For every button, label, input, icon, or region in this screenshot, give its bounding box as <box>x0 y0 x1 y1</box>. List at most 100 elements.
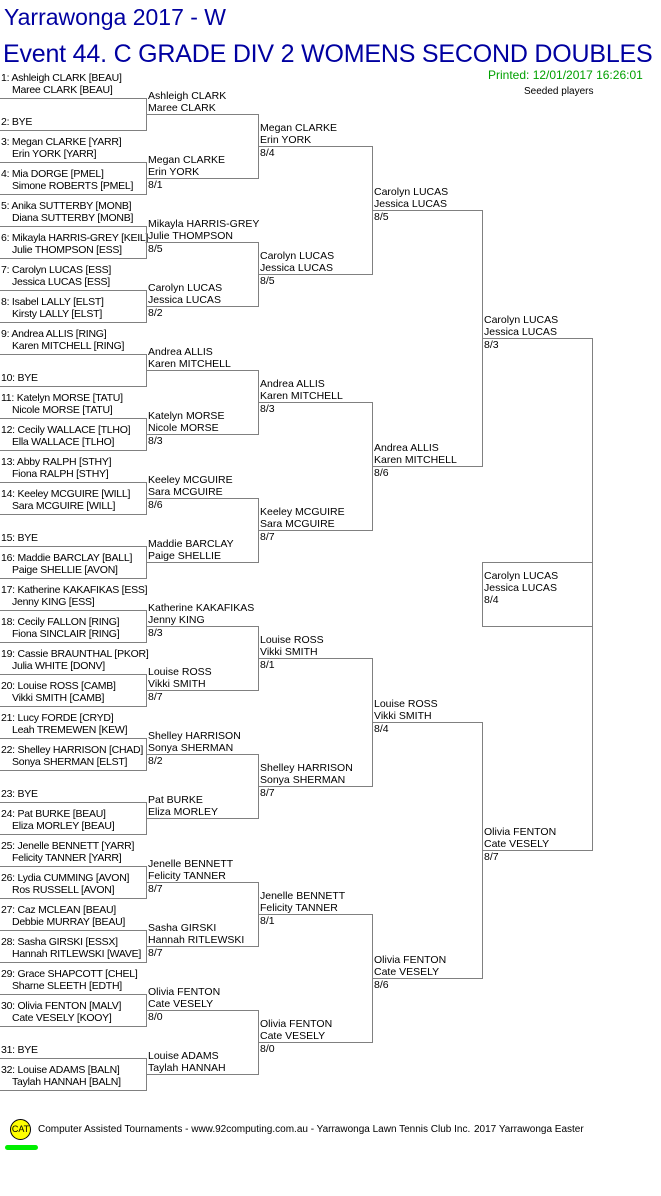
entry-player-1: 11: Katelyn MORSE [TATU] <box>1 392 123 404</box>
entry-player-2: Sonya SHERMAN [ELST] <box>12 756 128 768</box>
entry-bye: 10: BYE <box>1 372 38 384</box>
champion-box-top <box>482 562 593 563</box>
winner-player-2: Sara MCGUIRE <box>260 518 335 530</box>
entry-bye: 31: BYE <box>1 1044 38 1056</box>
winner-player-1: Olivia FENTON <box>148 986 221 998</box>
entry-line <box>0 482 147 483</box>
match-line <box>258 914 373 915</box>
match-line <box>146 818 259 819</box>
winner-player-2: Vikki SMITH <box>260 646 318 658</box>
winner-player-1: Jenelle BENNETT <box>148 858 234 870</box>
match-line <box>146 498 259 499</box>
entry-player-2: Ros RUSSELL [AVON] <box>12 884 115 896</box>
entry-line <box>0 226 147 227</box>
winner-player-1: Louise ADAMS <box>148 1050 219 1062</box>
winner-player-2: Jessica LUCAS <box>148 294 221 306</box>
entry-player-1: 1: Ashleigh CLARK [BEAU] <box>1 72 122 84</box>
winner-player-2: Sonya SHERMAN <box>260 774 346 786</box>
entry-player-1: 12: Cecily WALLACE [TLHO] <box>1 424 131 436</box>
match-score: 8/1 <box>148 179 163 191</box>
champion-box-left <box>482 562 483 627</box>
winner-player-1: Maddie BARCLAY <box>148 538 234 550</box>
winner-player-2: Maree CLARK <box>148 102 216 114</box>
match-score: 8/0 <box>148 1011 163 1023</box>
champion-player-2: Jessica LUCAS <box>484 582 557 594</box>
entry-player-1: 14: Keeley MCGUIRE [WILL] <box>1 488 131 500</box>
winner-player-1: Andrea ALLIS <box>260 378 325 390</box>
entry-player-1: 5: Anika SUTTERBY [MONB] <box>1 200 132 212</box>
entry-line <box>0 322 147 323</box>
entry-player-1: 27: Caz MCLEAN [BEAU] <box>1 904 116 916</box>
match-line <box>146 1074 259 1075</box>
entry-line <box>0 418 147 419</box>
logo-underline-bar <box>5 1145 38 1150</box>
winner-player-2: Cate VESELY <box>260 1030 326 1042</box>
entry-player-2: Cate VESELY [KOOY] <box>12 1012 112 1024</box>
winner-player-2: Cate VESELY <box>374 966 440 978</box>
winner-player-2: Erin YORK <box>148 166 200 178</box>
winner-player-2: Jessica LUCAS <box>374 198 447 210</box>
winner-player-1: Louise ROSS <box>374 698 438 710</box>
entry-player-1: 9: Andrea ALLIS [RING] <box>1 328 107 340</box>
entry-line <box>0 866 147 867</box>
entry-player-1: 6: Mikayla HARRIS-GREY [KEIL] <box>1 232 149 244</box>
winner-player-1: Mikayla HARRIS-GREY <box>148 218 260 230</box>
entry-line <box>0 1026 147 1027</box>
winner-player-2: Sara MCGUIRE <box>148 486 223 498</box>
entry-line <box>0 898 147 899</box>
winner-player-2: Karen MITCHELL <box>260 390 343 402</box>
entry-line <box>0 546 147 547</box>
winner-player-2: Jessica LUCAS <box>484 326 557 338</box>
entry-line <box>0 386 147 387</box>
event-title: Event 44. C GRADE DIV 2 WOMENS SECOND DO… <box>3 40 653 68</box>
match-line <box>146 114 259 115</box>
match-line <box>258 146 373 147</box>
entry-line <box>0 354 147 355</box>
entry-player-2: Jessica LUCAS [ESS] <box>12 276 110 288</box>
winner-player-2: Paige SHELLIE <box>148 550 221 562</box>
winner-player-2: Erin YORK <box>260 134 312 146</box>
entry-line <box>0 994 147 995</box>
match-score: 8/4 <box>374 723 389 735</box>
entry-player-1: 18: Cecily FALLON [RING] <box>1 616 120 628</box>
match-score: 8/7 <box>148 691 163 703</box>
winner-player-2: Eliza MORLEY <box>148 806 219 818</box>
entry-player-1: 32: Louise ADAMS [BALN] <box>1 1064 120 1076</box>
entry-player-2: Felicity TANNER [YARR] <box>12 852 122 864</box>
entry-line <box>0 1058 147 1059</box>
entry-player-1: 24: Pat BURKE [BEAU] <box>1 808 106 820</box>
entry-player-2: Sharne SLEETH [EDTH] <box>12 980 122 992</box>
entry-line <box>0 930 147 931</box>
cat-logo: CAT <box>10 1119 31 1140</box>
entry-player-2: Erin YORK [YARR] <box>12 148 97 160</box>
winner-player-1: Olivia FENTON <box>374 954 447 966</box>
entry-player-2: Sara MCGUIRE [WILL] <box>12 500 116 512</box>
entry-player-1: 17: Katherine KAKAFIKAS [ESS] <box>1 584 148 596</box>
winner-player-2: Karen MITCHELL <box>374 454 457 466</box>
footer-text: Computer Assisted Tournaments - www.92co… <box>38 1124 471 1135</box>
entry-player-2: Simone ROBERTS [PMEL] <box>12 180 134 192</box>
match-score: 8/7 <box>148 883 163 895</box>
match-line <box>258 274 373 275</box>
entry-player-2: Leah TREMEWEN [KEW] <box>12 724 128 736</box>
entry-line <box>0 802 147 803</box>
entry-player-2: Fiona RALPH [STHY] <box>12 468 109 480</box>
match-score: 8/5 <box>260 275 275 287</box>
match-line <box>258 1042 373 1043</box>
winner-player-1: Carolyn LUCAS <box>148 282 223 294</box>
winner-player-1: Pat BURKE <box>148 794 203 806</box>
winner-player-2: Nicole MORSE <box>148 422 219 434</box>
winner-player-2: Jessica LUCAS <box>260 262 333 274</box>
entry-player-1: 3: Megan CLARKE [YARR] <box>1 136 122 148</box>
entry-player-1: 19: Cassie BRAUNTHAL [PKOR] <box>1 648 149 660</box>
entry-bye: 23: BYE <box>1 788 38 800</box>
match-score: 8/3 <box>484 339 499 351</box>
entry-line <box>0 962 147 963</box>
winner-player-2: Cate VESELY <box>484 838 550 850</box>
entry-line <box>0 738 147 739</box>
winner-player-1: Louise ROSS <box>148 666 212 678</box>
winner-player-1: Sasha GIRSKI <box>148 922 217 934</box>
match-score: 8/7 <box>484 851 499 863</box>
match-line <box>146 946 259 947</box>
entry-player-1: 4: Mia DORGE [PMEL] <box>1 168 104 180</box>
